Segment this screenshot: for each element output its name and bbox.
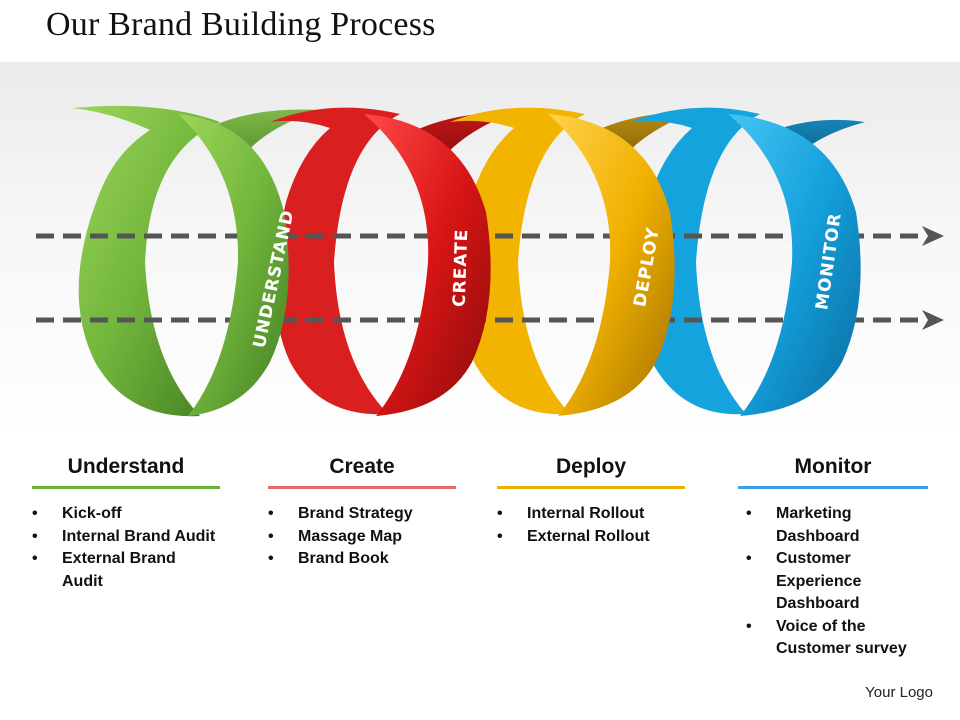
list-item: Customer Experience Dashboard [746,548,928,616]
list-item: Internal Rollout [497,503,685,526]
red-ring-front [364,114,491,416]
stage-heading: Understand [67,455,185,478]
stage-items: Marketing Dashboard Customer Experience … [746,503,928,661]
spiral-diagram: UNDERSTAND CREATE DEPLOY MONITOR [36,105,944,417]
stage-items: Kick-off Internal Brand Audit External B… [32,503,220,593]
list-item: Brand Book [268,548,456,571]
stage-column-monitor: Monitor Marketing Dashboard Customer Exp… [738,452,928,661]
list-item: Internal Brand Audit [32,526,220,549]
red-ring-arc [270,107,400,415]
green-ring-arc [72,105,220,417]
green-ring-front [178,114,289,416]
upper-arrowhead [922,226,944,246]
list-item: Massage Map [268,526,456,549]
stage-items: Brand Strategy Massage Map Brand Book [268,503,456,571]
stage-heading: Deploy [555,455,626,478]
stage-column-understand: Understand Kick-off Internal Brand Audit… [32,452,220,593]
stage-items: Internal Rollout External Rollout [497,503,685,548]
list-item: External Rollout [497,526,685,549]
stage-heading: Create [329,455,395,478]
logo-placeholder: Your Logo [865,684,933,701]
list-item: Marketing Dashboard [746,503,928,548]
list-item: Brand Strategy [268,503,456,526]
stage-rule [497,486,685,489]
stage-column-deploy: Deploy Internal Rollout External Rollout [497,452,685,548]
stage-rule [32,486,220,489]
yellow-ring-arc [450,107,585,415]
stage-rule [738,486,928,489]
blue-ring-front [728,114,861,416]
list-item: Kick-off [32,503,220,526]
list-item: Voice of the Customer survey [746,616,928,661]
ring-label-create: CREATE [450,228,473,307]
yellow-ring-front [548,114,675,416]
stage-column-create: Create Brand Strategy Massage Map Brand … [268,452,456,571]
lower-arrowhead [922,310,944,330]
stage-rule [268,486,456,489]
list-item: External Brand Audit [32,548,220,593]
stage-heading: Monitor [794,455,872,478]
page-title: Our Brand Building Process [46,6,436,43]
